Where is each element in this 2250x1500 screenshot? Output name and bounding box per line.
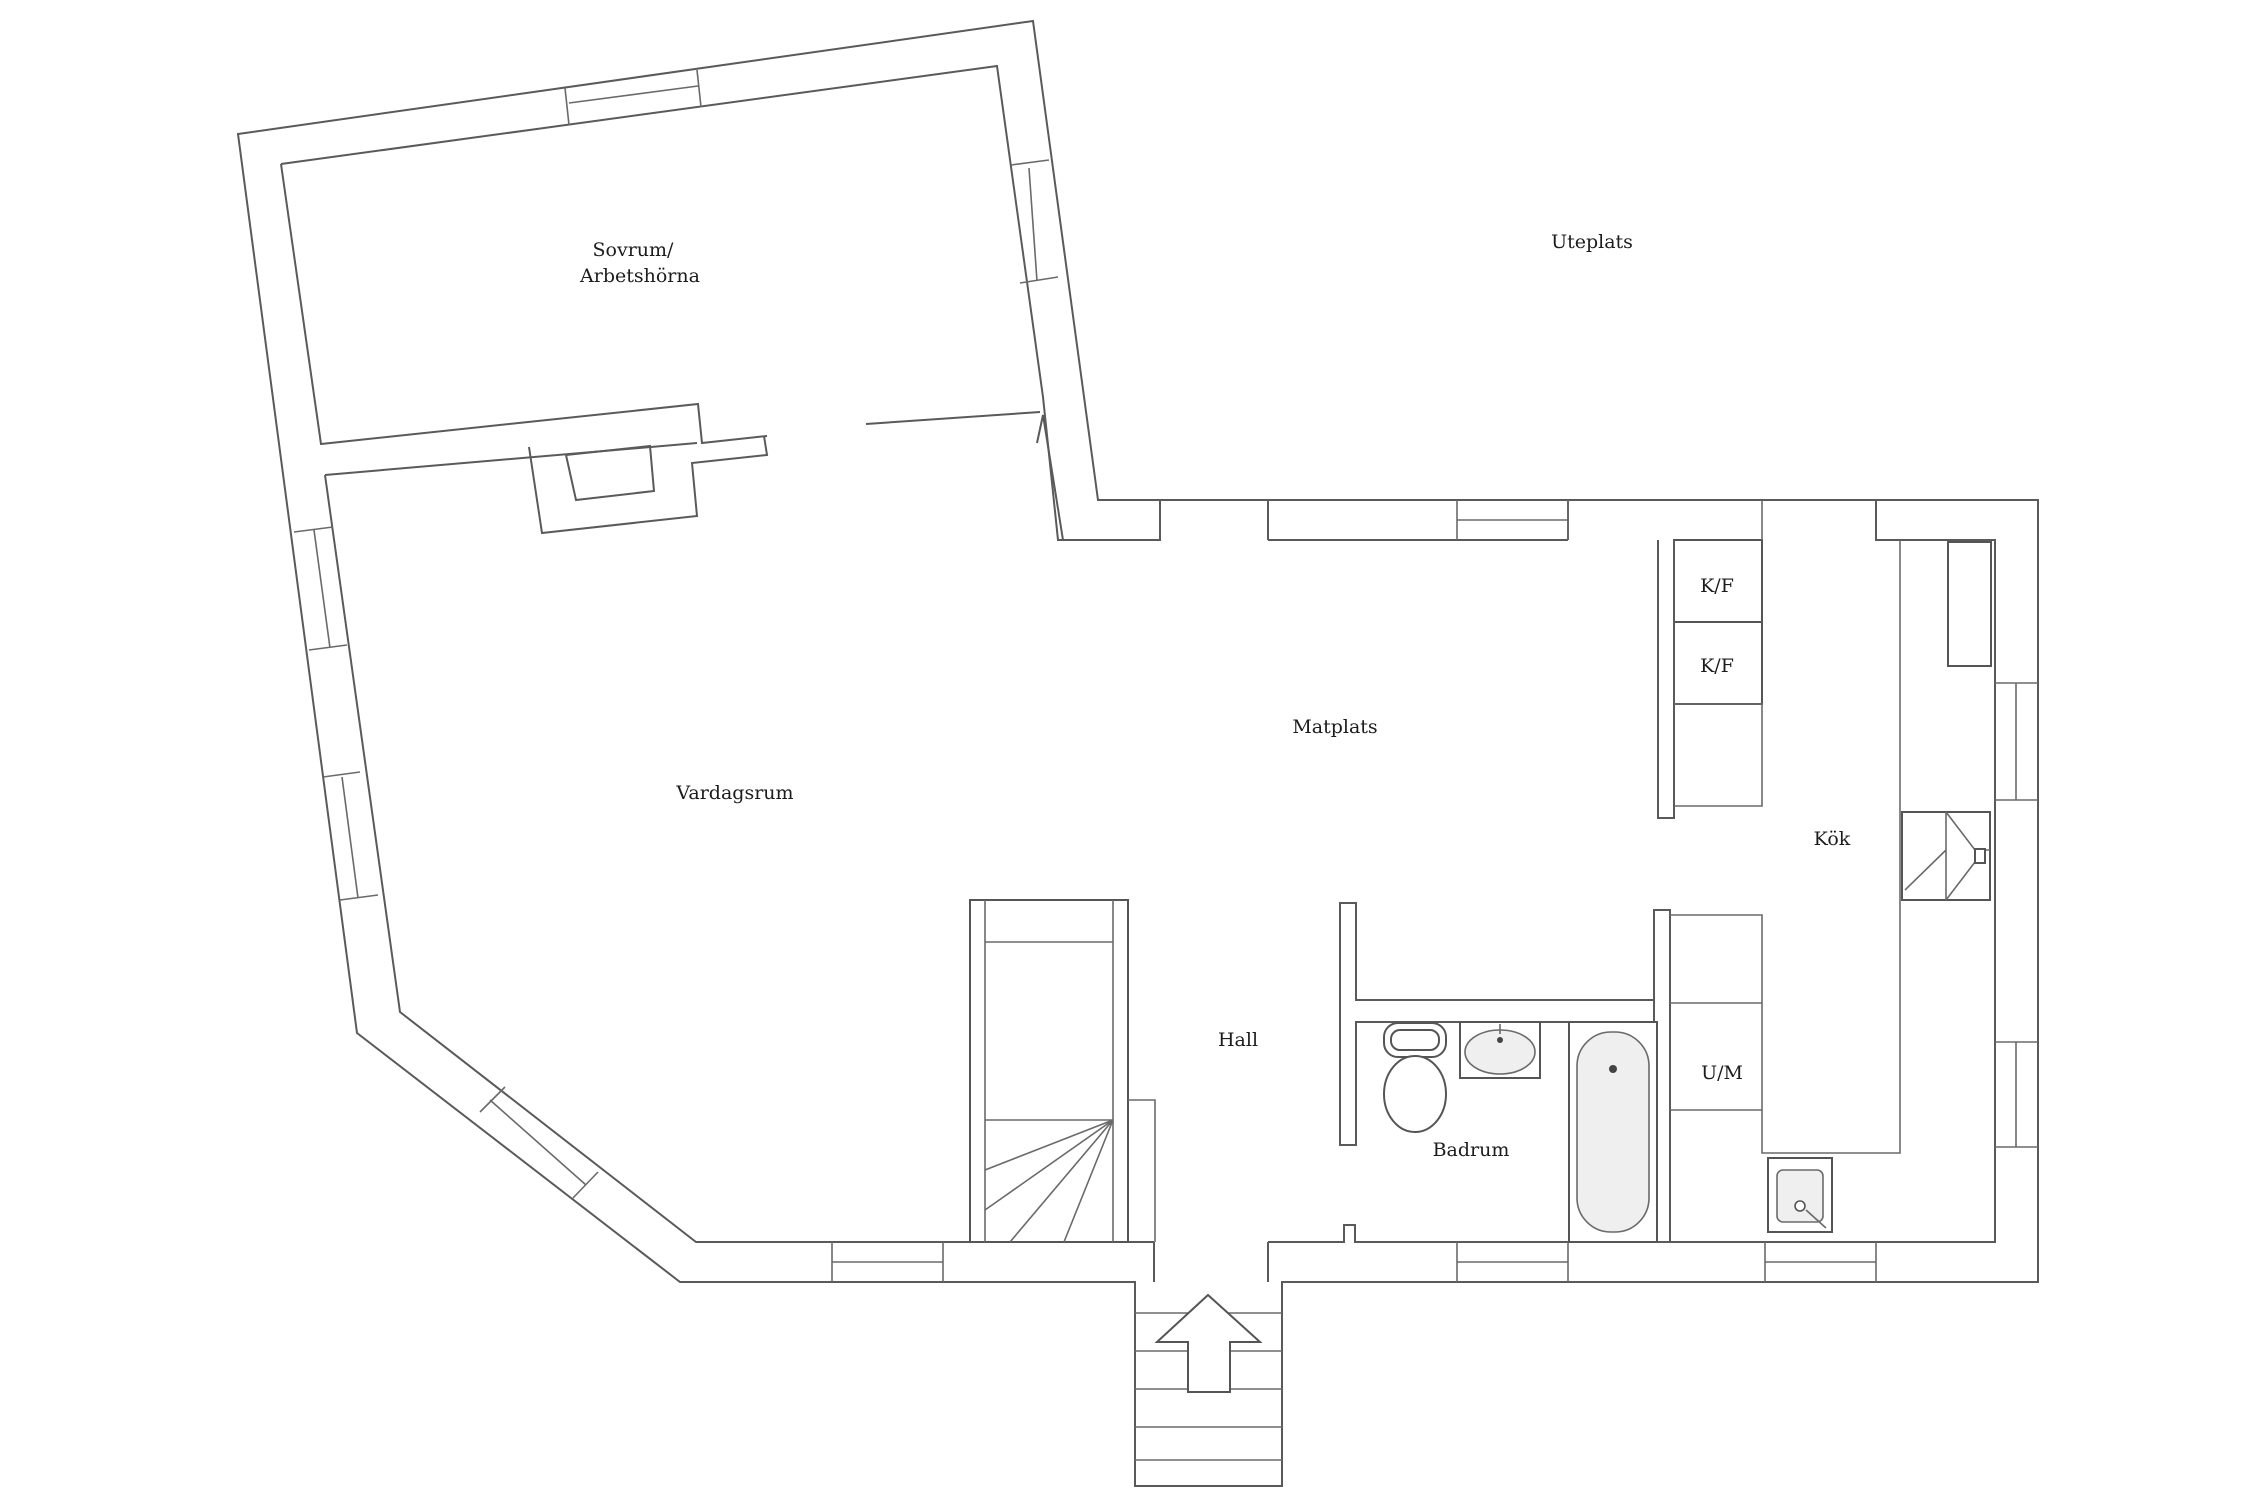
outer-walls [236, 19, 2039, 1487]
room-label-uteplats: Uteplats [1551, 231, 1633, 253]
sink-icon [1459, 1021, 1541, 1079]
room-label-arbetshorna: Arbetshörna [579, 265, 700, 287]
entrance-steps [1135, 1293, 1282, 1461]
windows [293, 69, 2038, 1282]
room-label-sovrum: Sovrum/ [593, 239, 675, 261]
stairs [969, 899, 1156, 1243]
arrow-up-icon [1154, 1293, 1263, 1393]
appliance-label-um: U/M [1701, 1062, 1743, 1084]
kitchen-fridge-units [1657, 500, 1763, 819]
bathtub-icon [1568, 1021, 1658, 1243]
room-label-badrum: Badrum [1433, 1139, 1510, 1161]
appliance-label-kf-2: K/F [1700, 655, 1734, 677]
appliance-label-kf-1: K/F [1700, 575, 1734, 597]
kitchen-sink-icon [1767, 1157, 1833, 1233]
kitchen-lower-units [1654, 540, 1901, 1154]
toilet-icon [1383, 1022, 1447, 1133]
room-label-matplats: Matplats [1292, 716, 1377, 738]
room-label-hall: Hall [1218, 1029, 1258, 1051]
room-label-vardagsrum: Vardagsrum [675, 782, 793, 804]
room-label-kok: Kök [1814, 828, 1851, 850]
chimney [528, 435, 769, 535]
stove-icon [1901, 541, 1992, 901]
